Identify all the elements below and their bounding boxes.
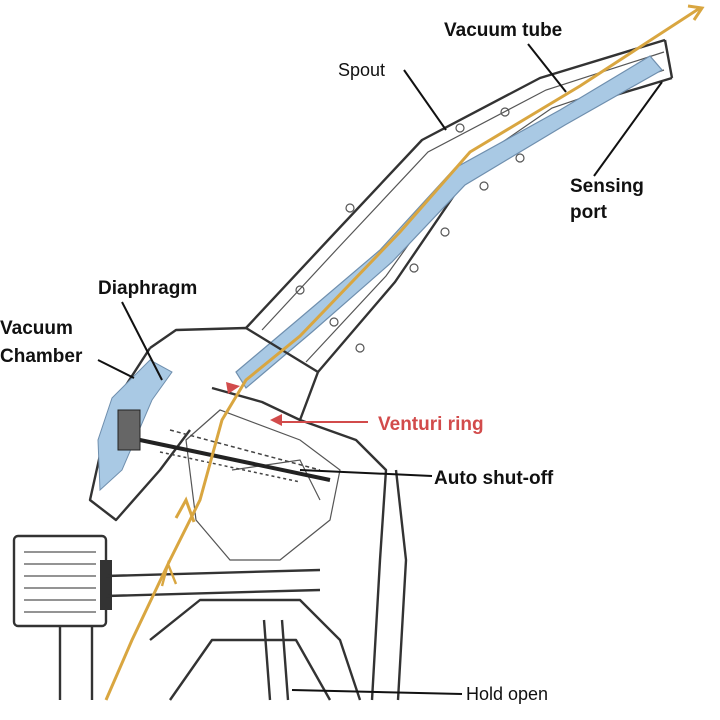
vacuum-chamber-label-line2: Chamber	[0, 346, 83, 367]
hold-open-label: Hold open	[466, 684, 548, 704]
auto-shutoff-label: Auto shut-off	[434, 468, 554, 489]
diaphragm-label: Diaphragm	[98, 278, 197, 299]
spout-label: Spout	[338, 60, 385, 80]
vacuum-tube-channel	[235, 55, 663, 389]
nozzle-main-body	[12, 326, 408, 701]
vacuum-tube-label: Vacuum tube	[444, 20, 562, 41]
fuel-flow-path	[104, 4, 705, 701]
sensing-port-label-line2: port	[570, 202, 608, 223]
sensing-port-label-line1: Sensing	[570, 176, 644, 197]
leader-lines	[97, 43, 663, 695]
vacuum-chamber-label-line1: Vacuum	[0, 318, 73, 339]
venturi-marker	[226, 382, 282, 426]
venturi-ring-label: Venturi ring	[378, 414, 484, 435]
